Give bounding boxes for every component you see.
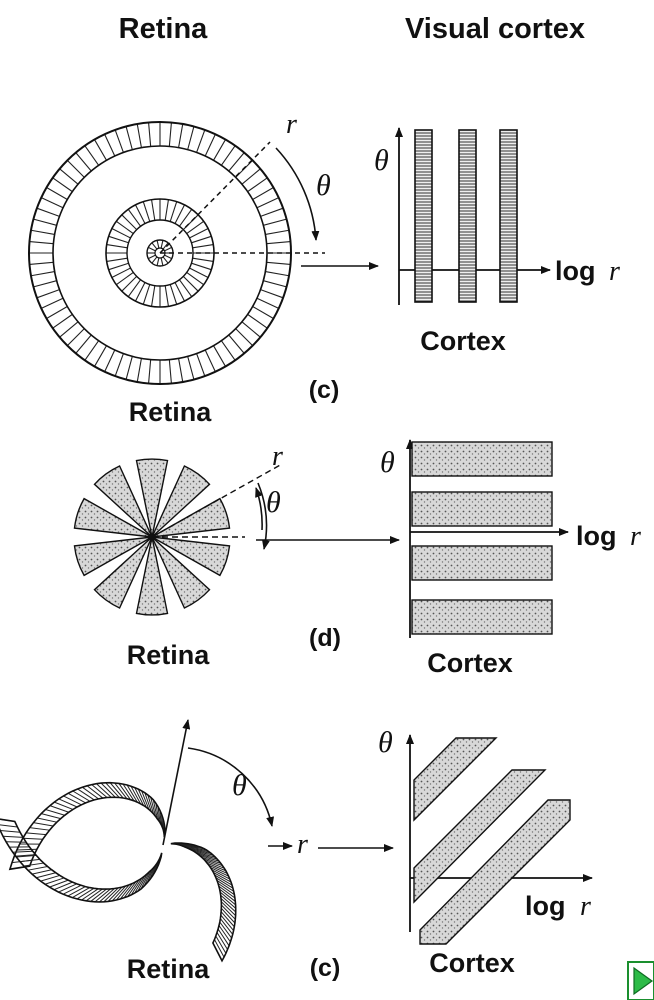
visual-cortex-header: Visual cortex	[405, 13, 585, 45]
panel-3-retina-label: Retina	[127, 954, 211, 984]
panel-1-tag: (c)	[309, 376, 340, 404]
panel-3-retina-spiral-arms	[0, 783, 236, 961]
panel-3-axis-r: r	[580, 891, 591, 922]
panel-2-theta-label: θ	[266, 486, 281, 519]
panel-3-theta-label: θ	[232, 769, 247, 802]
panel-3-axis-theta: θ	[378, 726, 393, 759]
panel-1-cortex-label: Cortex	[420, 326, 506, 356]
retina-header: Retina	[119, 13, 209, 45]
panel-2-tag: (d)	[309, 624, 341, 652]
panel-3-r-label: r	[297, 829, 308, 860]
panel-3-tag: (c)	[310, 954, 341, 982]
panel-2-r-label: r	[272, 441, 283, 472]
panel-3-axis-log: log	[525, 891, 566, 921]
panel-2-retina-label: Retina	[127, 640, 211, 670]
panel-3-angle-annotation: θ r	[163, 720, 308, 860]
panel-1-theta-label: θ	[316, 169, 331, 202]
panel-2-cortex-plot: θ log r	[380, 440, 641, 638]
panel-2-axis-theta: θ	[380, 446, 395, 479]
panel-1-axis-log: log	[555, 256, 596, 286]
panel-1-r-label: r	[286, 109, 297, 140]
panel-1-cortex-plot: θ log r	[374, 128, 620, 305]
panel-1-axis-theta: θ	[374, 144, 389, 177]
panel-1-axis-r: r	[609, 256, 620, 287]
panel-1-retina-label: Retina	[129, 397, 213, 427]
panel-2-cortex-label: Cortex	[427, 648, 513, 678]
panel-3-cortex-label: Cortex	[429, 948, 515, 978]
panel-2-axis-log: log	[576, 521, 617, 551]
next-slide-button[interactable]	[628, 962, 654, 1000]
panel-2-axis-r: r	[630, 521, 641, 552]
panel-3-cortex-plot: θ log r	[378, 726, 592, 944]
